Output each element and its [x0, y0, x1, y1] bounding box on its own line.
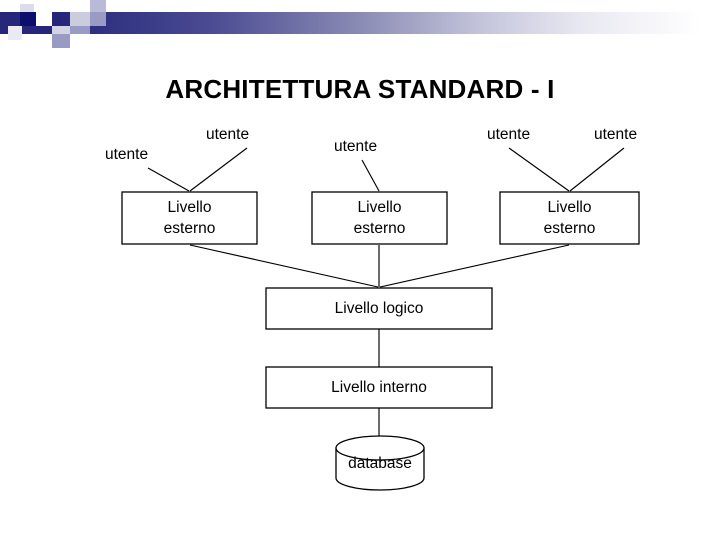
header-gradient-band — [0, 12, 720, 34]
label-database: database — [348, 455, 412, 472]
page-title: ARCHITETTURA STANDARD - I — [165, 74, 555, 104]
label-livello-esterno-3: Livello esterno — [543, 199, 596, 237]
label-livello-esterno-1: Livello esterno — [163, 199, 216, 237]
decorative-square — [8, 26, 22, 40]
connector-user5-to-esterno3 — [569, 147, 625, 192]
connector-user2-to-esterno1 — [189, 147, 248, 192]
box-livello-interno — [265, 366, 493, 409]
decorative-square — [48, 0, 62, 12]
user-label-4: utente — [487, 126, 531, 143]
decorative-square — [90, 0, 106, 12]
user-label-2: utente — [206, 126, 250, 143]
decorative-square — [90, 12, 106, 26]
box-livello-esterno-3 — [499, 191, 640, 245]
decorative-square — [52, 34, 70, 48]
box-livello-esterno-1 — [121, 191, 258, 245]
label-livello-interno: Livello interno — [331, 379, 427, 396]
user-label-5: utente — [594, 126, 638, 143]
database-cylinder-top — [335, 435, 425, 461]
user-label-3: utente — [334, 138, 378, 155]
decorative-square — [36, 12, 52, 26]
decorative-square — [70, 12, 90, 26]
decorative-square — [34, 0, 48, 12]
decorative-square — [76, 0, 90, 12]
decorative-square — [70, 34, 90, 48]
decorative-square — [36, 34, 52, 48]
connector-user4-to-esterno3 — [508, 147, 570, 192]
user-label-1: utente — [105, 146, 149, 163]
connector-user3-to-esterno2 — [361, 159, 380, 192]
decorative-square — [62, 0, 76, 12]
label-livello-logico: Livello logico — [334, 300, 424, 317]
decorative-square — [20, 12, 36, 26]
box-livello-logico — [265, 287, 493, 330]
connector-user1-to-esterno1 — [147, 167, 190, 192]
decorative-square — [106, 0, 120, 12]
label-livello-esterno-2: Livello esterno — [353, 199, 406, 237]
connector-esterno1-to-logico — [189, 244, 379, 288]
box-livello-esterno-2 — [311, 191, 448, 245]
connector-esterno3-to-logico — [379, 244, 570, 288]
